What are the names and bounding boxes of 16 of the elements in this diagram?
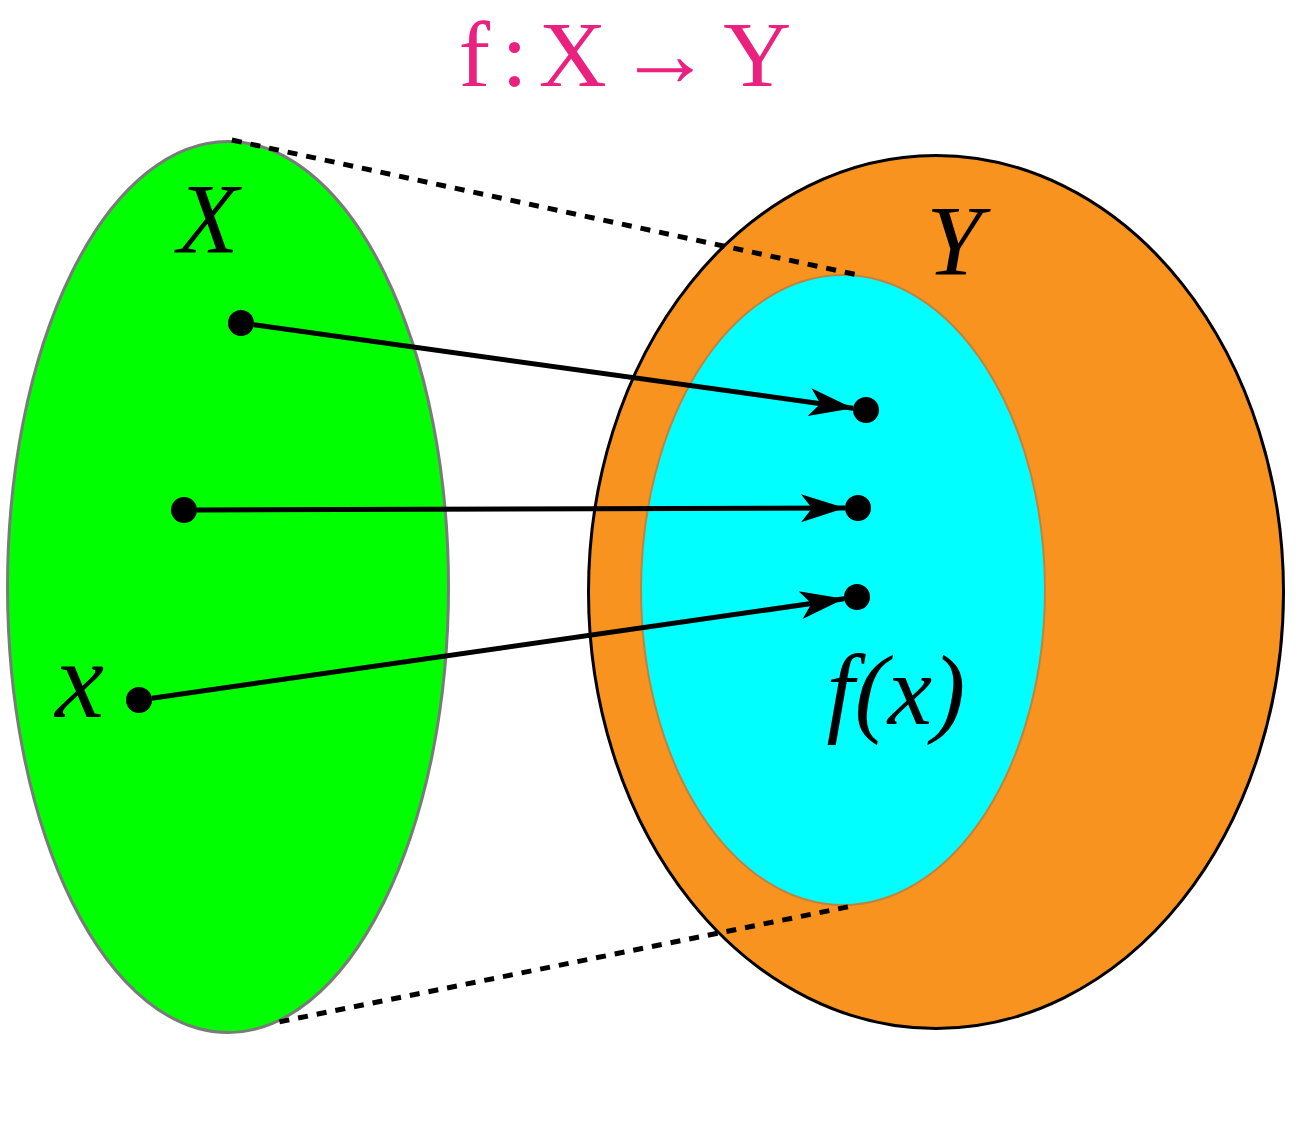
arrow (253, 322, 854, 416)
range-ellipse (640, 274, 1046, 906)
point-dot (853, 397, 879, 423)
point-dot (171, 497, 197, 523)
point-label: x (53, 617, 105, 743)
point-dot (228, 310, 254, 336)
arrow (151, 591, 845, 701)
set-label: Y (920, 182, 996, 298)
set-label: X (171, 160, 253, 276)
dashed-line (231, 137, 858, 278)
point-label: f(x) (825, 633, 967, 748)
point-dot (845, 495, 871, 521)
domain-ellipse (6, 140, 450, 1034)
codomain-ellipse (587, 154, 1285, 1030)
arrow (197, 494, 845, 523)
function-title: f:X→Y (457, 1, 803, 108)
